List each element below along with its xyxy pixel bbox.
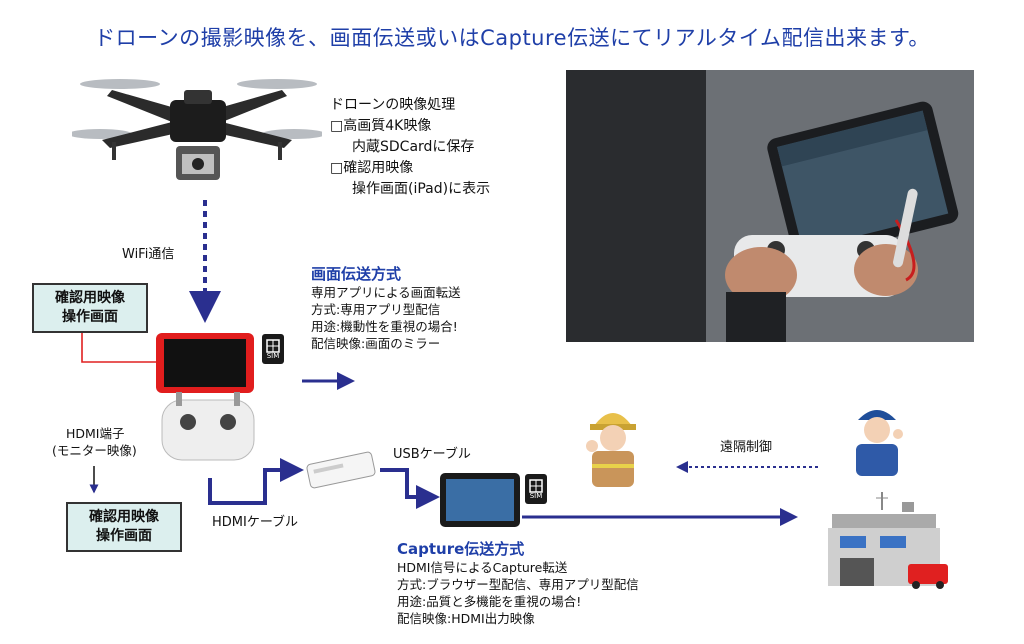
drone-image	[72, 79, 322, 180]
drone-note-line: □高画質4K映像	[330, 118, 432, 134]
hdmi-port-sub: (モニター映像)	[52, 443, 137, 458]
drone-note-line: 操作画面(iPad)に表示	[352, 181, 491, 197]
sim-card-icon: SIM	[525, 474, 547, 504]
usb-cable-label: USBケーブル	[393, 447, 471, 462]
box-line: 操作画面	[62, 309, 118, 325]
tablet-red	[156, 333, 254, 393]
screen-method-line: 方式:専用アプリ型配信	[311, 302, 441, 317]
screen-method-title: 画面伝送方式	[311, 265, 402, 283]
sim-label: SIM	[266, 352, 280, 360]
hdmi-cable-line	[208, 458, 304, 505]
remote-control-label: 遠隔制御	[720, 440, 773, 455]
firefighter-icon	[586, 413, 636, 487]
red-connector	[81, 320, 160, 363]
hdmi-cable-label: HDMIケーブル	[212, 515, 299, 530]
drone-notes: ドローンの映像処理 □高画質4K映像 内蔵SDCardに保存 □確認用映像 操作…	[330, 95, 490, 200]
encoder-screen	[446, 479, 514, 521]
box-line: 確認用映像	[89, 509, 159, 525]
check-video-box-bottom: 確認用映像 操作画面	[66, 502, 182, 552]
screen-method-line: 専用アプリによる画面転送	[311, 285, 461, 300]
drone-note-line: 内蔵SDCardに保存	[352, 139, 475, 155]
controller-image	[161, 392, 255, 461]
operator-icon	[856, 410, 903, 476]
hdmi-port-title: HDMI端子	[66, 426, 125, 441]
hdmi-port-label: HDMI端子 (モニター映像)	[52, 425, 137, 459]
fire-station-icon	[828, 492, 948, 589]
controller-photo	[566, 70, 974, 342]
usb-cable-line	[380, 468, 440, 509]
capture-method: Capture伝送方式 HDMI信号によるCapture転送 方式:ブラウザー型…	[397, 538, 639, 627]
capture-method-line: 配信映像:HDMI出力映像	[397, 611, 535, 626]
capture-method-line: 用途:品質と多機能を重視の場合!	[397, 594, 582, 609]
capture-device-image	[306, 451, 376, 489]
drone-note-line: □確認用映像	[330, 160, 414, 176]
page-title: ドローンの撮影映像を、画面伝送或いはCapture伝送にてリアルタイム配信出来ま…	[94, 26, 930, 50]
capture-method-title: Capture伝送方式	[397, 540, 525, 558]
capture-method-line: HDMI信号によるCapture転送	[397, 560, 568, 575]
sim-label: SIM	[529, 492, 543, 500]
screen-method: 画面伝送方式 専用アプリによる画面転送 方式:専用アプリ型配信 用途:機動性を重…	[311, 263, 461, 352]
encoder-tablet	[440, 473, 520, 527]
screen-method-line: 用途:機動性を重視の場合!	[311, 319, 458, 334]
box-line: 操作画面	[96, 528, 152, 544]
drone-note-line: ドローンの映像処理	[330, 97, 456, 113]
tablet-screen	[164, 339, 246, 387]
box-line: 確認用映像	[55, 290, 125, 306]
wifi-label: WiFi通信	[122, 247, 175, 262]
check-video-box-top: 確認用映像 操作画面	[32, 283, 148, 333]
sim-card-icon: SIM	[262, 334, 284, 364]
capture-method-line: 方式:ブラウザー型配信、専用アプリ型配信	[397, 577, 639, 592]
screen-method-line: 配信映像:画面のミラー	[311, 336, 441, 351]
